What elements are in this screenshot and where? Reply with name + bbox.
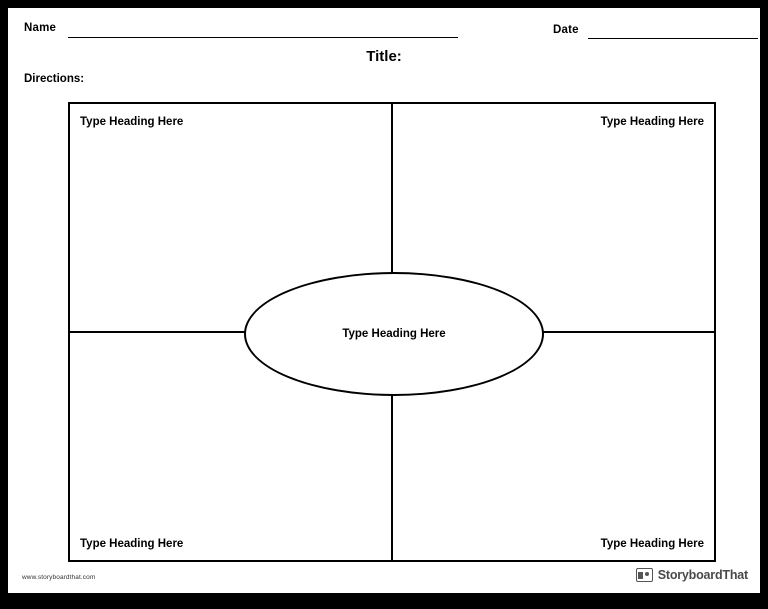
brand-logo[interactable]: StoryboardThat	[635, 568, 748, 582]
date-write-line[interactable]	[588, 38, 758, 39]
brand-name: StoryboardThat	[657, 568, 748, 582]
directions-label[interactable]: Directions:	[24, 73, 85, 85]
name-label: Name	[24, 22, 57, 34]
name-write-line[interactable]	[68, 37, 458, 38]
quadrant-top-right-heading[interactable]: Type Heading Here	[600, 116, 704, 128]
quadrant-bottom-right-heading[interactable]: Type Heading Here	[600, 538, 704, 550]
date-label: Date	[553, 24, 579, 36]
center-ellipse[interactable]: Type Heading Here	[244, 272, 544, 396]
storyboard-icon	[635, 568, 653, 582]
page-title[interactable]: Title:	[366, 48, 402, 65]
four-quadrant-chart: Type Heading Here Type Heading Here Type…	[68, 102, 716, 562]
quadrant-top-left-heading[interactable]: Type Heading Here	[80, 116, 184, 128]
center-ellipse-heading[interactable]: Type Heading Here	[342, 328, 446, 340]
worksheet-page: Name Date Title: Directions: Type Headin…	[8, 8, 760, 593]
quadrant-bottom-left-heading[interactable]: Type Heading Here	[80, 538, 184, 550]
name-date-row: Name Date	[20, 18, 758, 40]
site-url[interactable]: www.storyboardthat.com	[22, 574, 96, 581]
